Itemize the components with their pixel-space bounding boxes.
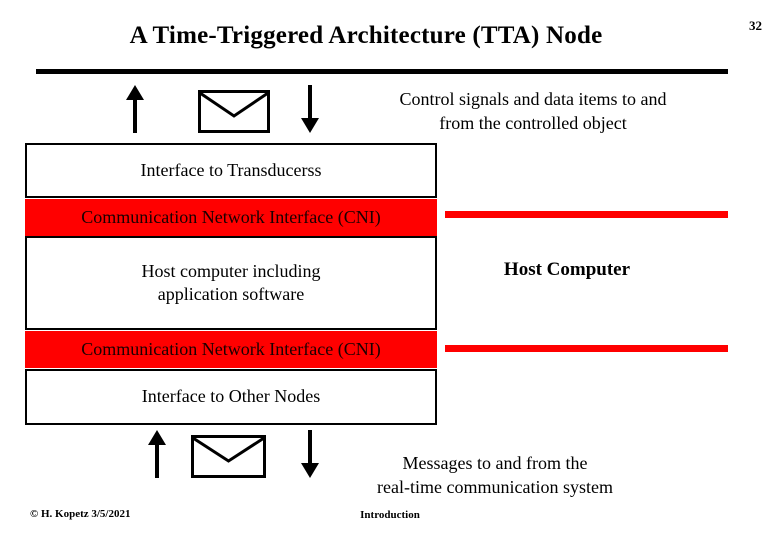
footer-copyright: © H. Kopetz 3/5/2021 [30, 508, 131, 520]
envelope-icon [198, 90, 270, 133]
footer-section-label: Introduction [360, 509, 420, 521]
arrow-down-icon [299, 430, 321, 478]
box-host-computer-line2: application software [157, 284, 305, 304]
box-cni-top: Communication Network Interface (CNI) [25, 199, 437, 236]
box-interface-to-other-nodes-label: Interface to Other Nodes [141, 386, 321, 407]
title-divider [36, 69, 728, 74]
callout-messages-line2: real-time communication system [377, 476, 613, 497]
box-host-computer: Host computer including application soft… [25, 236, 437, 330]
box-host-computer-line1: Host computer including [141, 260, 321, 281]
box-cni-top-label: Communication Network Interface (CNI) [81, 207, 381, 227]
arrow-down-icon [299, 85, 321, 133]
envelope-icon [191, 435, 266, 478]
cni-connector-bottom [445, 345, 728, 352]
box-host-computer-label: Host computer including application soft… [142, 260, 321, 306]
arrow-up-icon [124, 85, 146, 133]
box-interface-to-other-nodes: Interface to Other Nodes [25, 369, 437, 425]
callout-control-signals: Control signals and data items to and fr… [343, 88, 723, 136]
box-cni-bottom: Communication Network Interface (CNI) [25, 331, 437, 368]
callout-control-signals-line1: Control signals and data items to and [399, 89, 667, 109]
callout-messages-line1: Messages to and from the [402, 453, 588, 473]
cni-connector-top [445, 211, 728, 218]
page-title: A Time-Triggered Architecture (TTA) Node [129, 22, 603, 49]
callout-messages: Messages to and from the real-time commu… [330, 452, 660, 500]
box-interface-to-transducers: Interface to Transducerss [25, 143, 437, 198]
box-interface-to-transducers-label: Interface to Transducerss [140, 159, 322, 180]
arrow-up-icon [146, 430, 168, 478]
page-number: 32 [749, 18, 762, 33]
callout-control-signals-line2: from the controlled object [439, 112, 627, 133]
callout-host-computer: Host Computer [503, 259, 631, 280]
box-cni-bottom-label: Communication Network Interface (CNI) [81, 339, 381, 359]
